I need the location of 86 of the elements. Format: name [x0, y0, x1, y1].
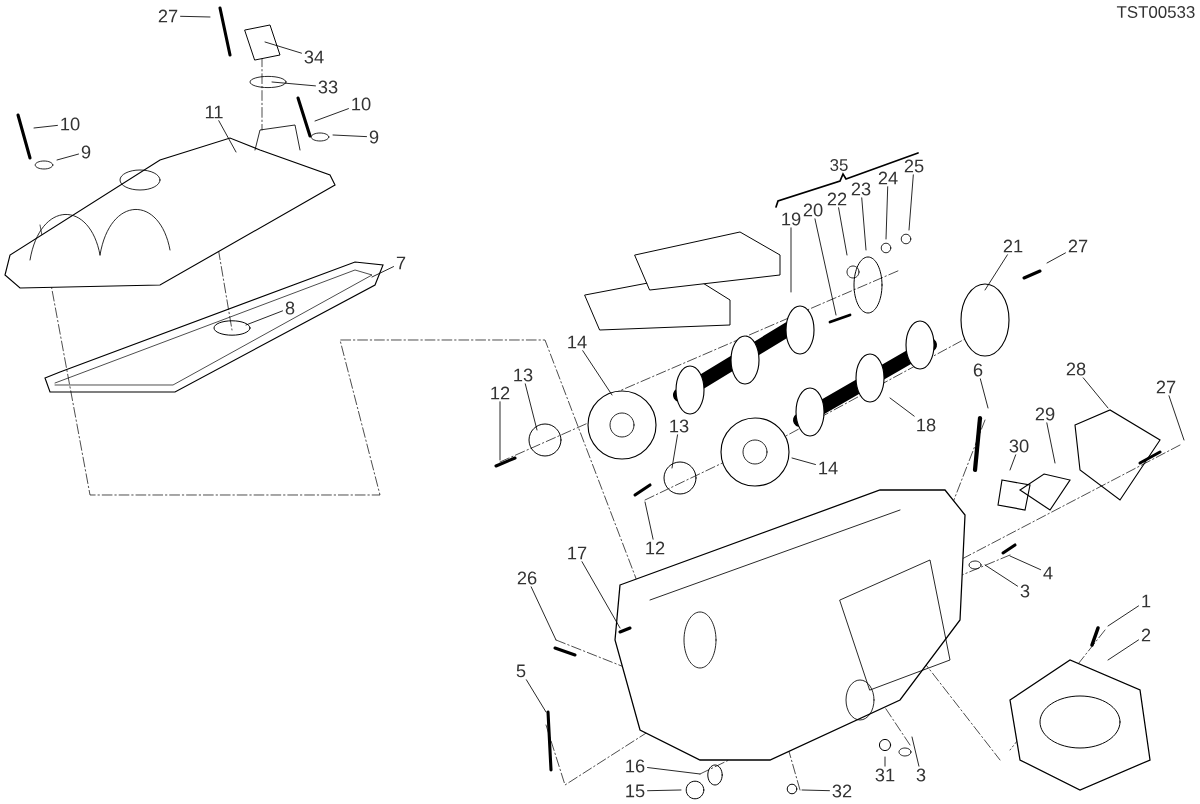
callout-number: 6	[973, 363, 983, 377]
callout-number: 22	[827, 192, 847, 206]
leader-line	[1168, 395, 1185, 441]
callout-number: 2	[1141, 628, 1151, 642]
leader-line	[245, 310, 283, 326]
leader-line	[814, 218, 837, 316]
callout-number: 26	[517, 571, 537, 585]
leader-line	[525, 679, 547, 713]
callout-number: 34	[304, 50, 324, 64]
leader-line	[1046, 422, 1056, 464]
leader-line	[1082, 377, 1109, 409]
leader-line	[979, 378, 989, 409]
leader-line	[33, 124, 58, 129]
leader-line	[499, 401, 501, 461]
leader-line	[791, 457, 816, 465]
callout-number: 18	[917, 418, 936, 432]
callout-number: 14	[819, 461, 838, 475]
callout-number: 28	[1066, 362, 1086, 376]
leader-line	[885, 186, 889, 240]
callout-number: 24	[878, 171, 898, 185]
callout-number: 20	[803, 203, 823, 217]
leader-line	[1107, 639, 1139, 661]
leader-line	[56, 153, 79, 161]
leader-line	[790, 227, 792, 293]
leader-line	[314, 108, 349, 122]
callout-number: 11	[205, 105, 223, 119]
leader-line	[332, 134, 367, 138]
leader-line	[218, 120, 237, 153]
callout-number: 5	[516, 664, 526, 678]
leader-line	[1009, 555, 1041, 571]
leader-line	[530, 586, 557, 641]
leader-line	[647, 767, 701, 775]
leader-line	[647, 789, 682, 792]
callout-number: 27	[1156, 380, 1176, 394]
callout-number: 33	[318, 80, 338, 94]
callout-number: 12	[646, 541, 665, 555]
callout-number: 31	[875, 768, 895, 782]
callout-number: 4	[1043, 566, 1053, 580]
callout-number: 10	[61, 117, 80, 131]
callout-number: 29	[1035, 407, 1055, 421]
drawing-code: TST00533	[1116, 6, 1195, 18]
callout-number: 30	[1009, 439, 1029, 453]
callout-number: 12	[491, 386, 510, 400]
callout-number: 7	[396, 256, 406, 270]
callout-number: 32	[832, 784, 852, 798]
leader-line	[582, 350, 613, 396]
callout-number: 25	[904, 159, 924, 173]
leader-line	[644, 501, 654, 540]
leader-line	[1107, 605, 1139, 627]
leader-line	[984, 254, 1008, 291]
callout-number: 9	[369, 130, 379, 144]
leader-line	[801, 789, 830, 792]
callout-number: 1	[1142, 594, 1151, 608]
callout-number: 17	[568, 546, 587, 560]
callout-number: 8	[285, 301, 295, 315]
callout-number: 19	[782, 212, 801, 226]
leader-line	[838, 207, 848, 256]
leader-line	[581, 561, 621, 629]
callout-number: 13	[670, 419, 689, 433]
callout-number: 14	[568, 335, 587, 349]
leader-line	[180, 15, 211, 18]
callout-number: 27	[158, 9, 178, 23]
leader-line	[911, 736, 920, 767]
leader-line	[371, 266, 394, 278]
leader-line	[264, 41, 302, 54]
leader-line	[861, 197, 867, 251]
callout-number: 23	[851, 182, 871, 196]
callout-number: 35	[830, 159, 848, 171]
leader-line	[671, 434, 678, 469]
leader-line	[984, 564, 1018, 587]
callout-number: 13	[514, 368, 533, 382]
callout-number: 16	[626, 759, 645, 773]
callout-number: 10	[352, 97, 371, 111]
callout-number: 3	[916, 768, 926, 782]
leader-line	[884, 756, 886, 767]
leader-line	[1009, 454, 1017, 471]
leader-line	[889, 397, 915, 417]
callout-number: 9	[81, 145, 91, 159]
callout-number: 3	[1020, 584, 1030, 598]
callout-number: 27	[1068, 239, 1088, 253]
leader-line	[908, 174, 914, 231]
leader-line	[271, 81, 316, 87]
callout-number: 15	[626, 784, 645, 798]
leader-line	[524, 383, 538, 431]
leader-line	[1046, 252, 1066, 264]
callout-number: 21	[1003, 239, 1023, 253]
